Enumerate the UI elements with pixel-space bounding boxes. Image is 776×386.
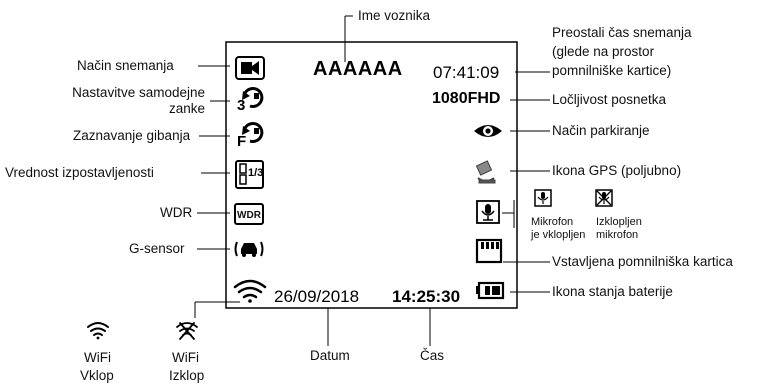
remaining-time-value: 07:41:09 — [433, 63, 500, 82]
label-remaining-3: pomnilniške kartice) — [552, 63, 672, 78]
label-driver-name: Ime voznika — [358, 8, 431, 23]
label-wifi-off-1: WiFi — [172, 350, 199, 365]
date-value: 26/09/2018 — [274, 287, 360, 306]
sd-card-icon — [475, 238, 503, 264]
label-wdr: WDR — [160, 205, 193, 220]
motion-detection-icon — [242, 121, 264, 143]
exposure-icon — [235, 160, 264, 189]
label-sd-card: Vstavljena pomnilniška kartica — [552, 254, 733, 269]
time-value: 14:25:30 — [392, 287, 461, 306]
label-battery: Ikona stanja baterije — [552, 284, 673, 299]
label-exposure: Vrednost izpostavljenosti — [5, 165, 154, 180]
label-mic-off-1: Izklopljen — [596, 216, 642, 228]
label-resolution: Ločljivost posnetka — [552, 92, 667, 107]
eye-icon — [474, 125, 502, 137]
wifi-icon — [233, 279, 267, 303]
label-remaining-1: Preostali čas snemanja — [552, 25, 692, 40]
exposure-value: 1/3 — [248, 167, 264, 179]
label-parking: Način parkiranje — [552, 123, 650, 138]
motion-letter: F — [237, 133, 247, 150]
loop-value: 3 — [237, 97, 246, 114]
label-mic-on-1: Mikrofon — [531, 216, 574, 228]
loop-icon — [242, 86, 264, 108]
camera-icon — [235, 56, 265, 80]
gps-icon — [475, 160, 496, 184]
label-gps: Ikona GPS (poljubno) — [552, 163, 682, 178]
microphone-icon — [476, 200, 500, 224]
wifi-on-icon — [87, 322, 109, 340]
label-mic-on-2: je vklopljen — [531, 229, 586, 241]
battery-icon — [476, 281, 505, 300]
microphone-off-icon — [595, 189, 613, 207]
label-wifi-off-2: Izklop — [169, 368, 205, 383]
label-remaining-2: (glede na prostor — [552, 44, 655, 59]
label-wifi-on-2: Vklop — [80, 368, 114, 383]
label-recording-mode: Način snemanja — [77, 58, 174, 73]
driver-name-value: AAAAAA — [313, 58, 403, 80]
car-icon — [234, 241, 264, 257]
microphone-on-icon — [534, 189, 552, 207]
label-loop-line2: zanke — [168, 101, 205, 116]
label-gsensor: G-sensor — [129, 241, 185, 256]
label-wifi-on-1: WiFi — [84, 350, 111, 365]
label-date: Datum — [310, 348, 350, 363]
label-mic-off-2: mikrofon — [596, 229, 639, 241]
wdr-badge: WDR — [234, 203, 264, 225]
screen-frame — [225, 41, 518, 309]
label-motion-detection: Zaznavanje gibanja — [73, 128, 191, 143]
label-loop-line1: Nastavitve samodejne — [72, 85, 205, 100]
wifi-off-icon — [176, 322, 198, 340]
resolution-value: 1080FHD — [432, 90, 501, 107]
label-time: Čas — [420, 348, 445, 363]
